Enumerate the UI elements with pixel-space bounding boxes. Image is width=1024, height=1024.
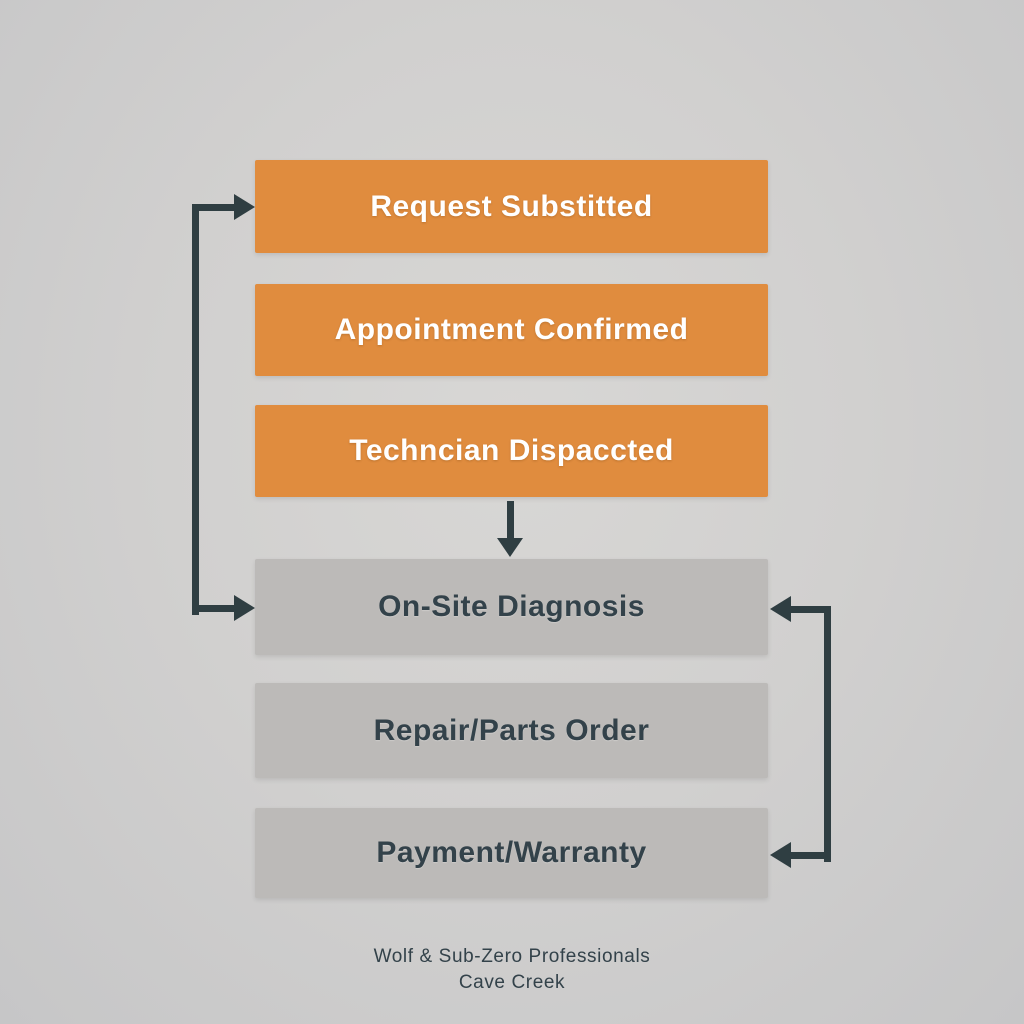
arrowhead-right-icon [234,595,255,621]
flow-step-appointment-confirmed: Appointment Confirmed [255,284,768,376]
flow-step-technician-dispatched: Techncian Dispaccted [255,405,768,497]
right-connector-top-line [791,606,831,613]
arrowhead-right-icon [234,194,255,220]
arrowhead-left-icon [770,842,791,868]
down-arrow-shaft [507,501,514,539]
left-connector-top-line [192,204,235,211]
footer-location: Cave Creek [458,972,566,993]
footer-caption: Wolf & Sub-Zero Professionals Cave Creek [0,944,1024,996]
right-connector-bottom-line [791,852,831,859]
footer-company-name: Wolf & Sub-Zero Professionals [373,946,651,967]
flow-step-request-submitted: Request Substitted [255,160,768,253]
left-connector-bottom-line [192,605,235,612]
left-connector-vertical-line [192,204,199,615]
flow-step-payment-warranty: Payment/Warranty [255,808,768,898]
right-connector-vertical-line [824,606,831,862]
flow-step-repair-parts-order: Repair/Parts Order [255,683,768,778]
arrowhead-down-icon [497,538,523,557]
flow-step-onsite-diagnosis: On-Site Diagnosis [255,559,768,655]
arrowhead-left-icon [770,596,791,622]
